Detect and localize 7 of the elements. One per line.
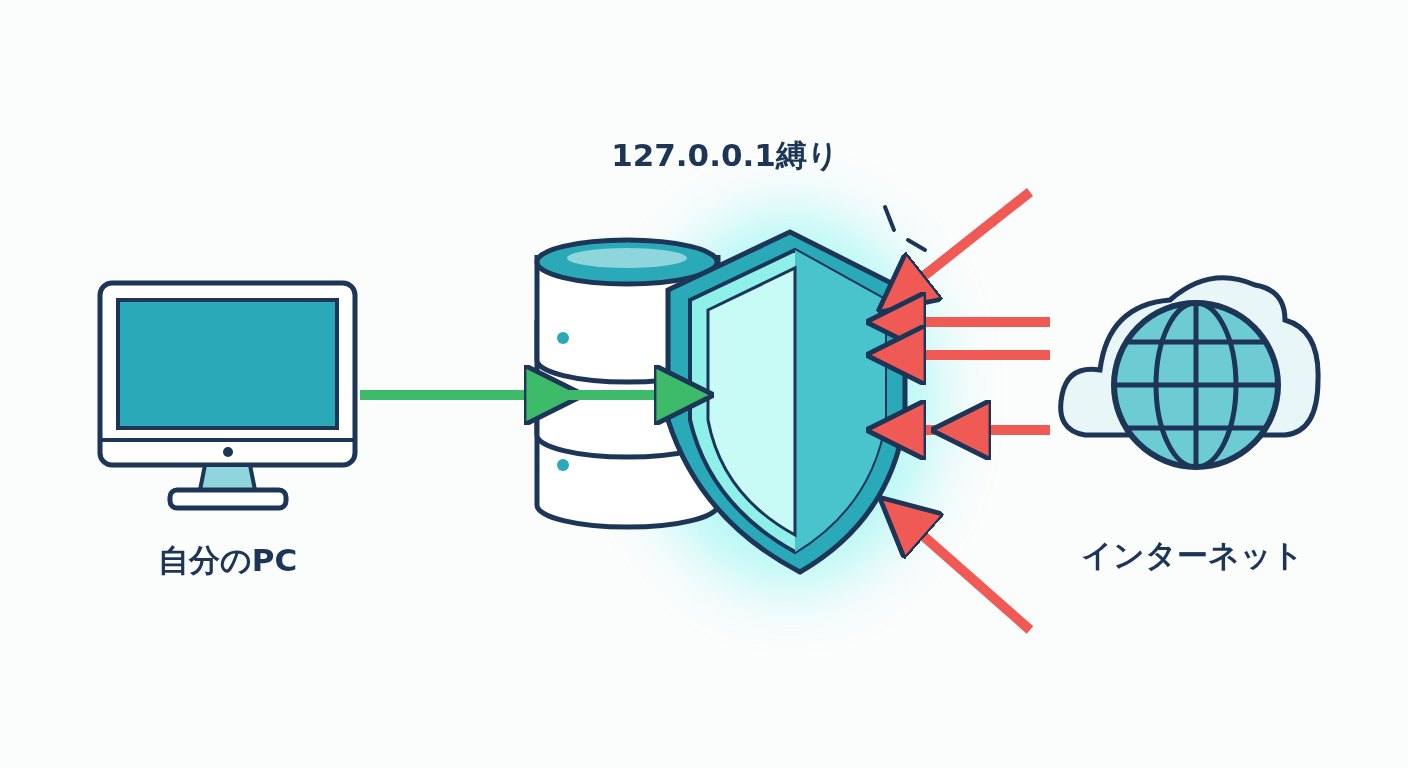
node-label: 自分のPC	[156, 541, 299, 580]
arrow	[877, 494, 1034, 634]
arrow	[875, 188, 1034, 315]
node-label: インターネット	[1080, 536, 1305, 575]
arrow	[866, 400, 1050, 460]
arrow	[863, 322, 1050, 388]
node-label: 127.0.0.1縛り	[610, 136, 840, 175]
